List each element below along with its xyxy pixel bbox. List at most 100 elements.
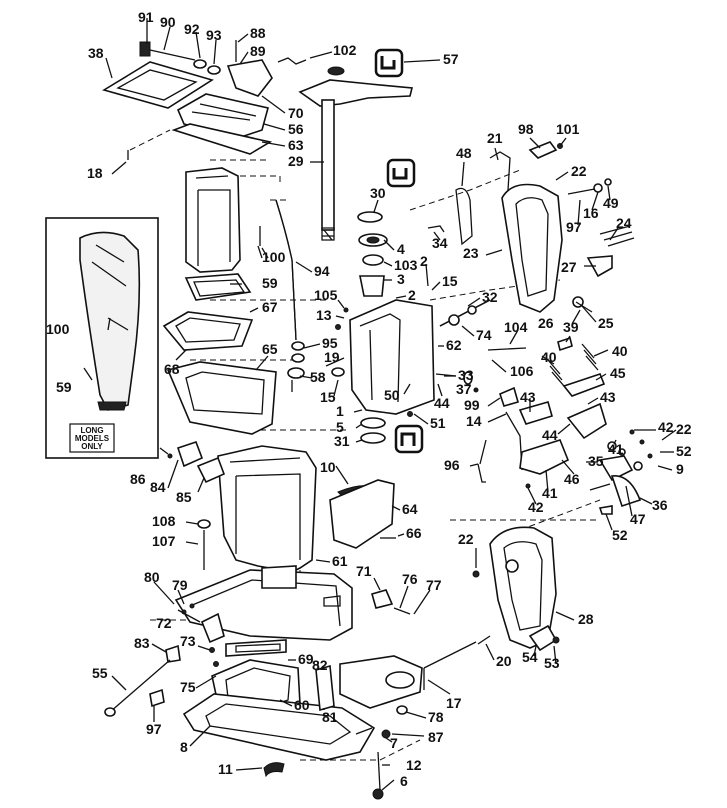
callout-92: 92 — [184, 21, 200, 37]
callout-81: 81 — [322, 709, 338, 725]
callout-19: 19 — [324, 349, 340, 365]
grease-symbols — [374, 48, 424, 454]
callout-85: 85 — [176, 489, 192, 505]
callout-32: 32 — [482, 289, 498, 305]
callout-72: 72 — [156, 615, 172, 631]
callout-94: 94 — [314, 263, 330, 279]
callout-64: 64 — [402, 501, 418, 517]
callout-46: 46 — [564, 471, 580, 487]
callout-58: 58 — [310, 369, 326, 385]
lower-housing-parts — [182, 635, 491, 800]
callout-34: 34 — [432, 235, 448, 251]
callout-83: 83 — [134, 635, 150, 651]
stern-bracket-upper — [427, 141, 635, 313]
callout-15a: 15 — [442, 273, 458, 289]
callout-42a: 42 — [658, 419, 674, 435]
callout-45: 45 — [610, 365, 626, 381]
callout-38: 38 — [88, 45, 104, 61]
callout-2a: 2 — [420, 253, 428, 269]
callout-3: 3 — [397, 271, 405, 287]
callout-76: 76 — [402, 571, 418, 587]
callout-6: 6 — [400, 773, 408, 789]
long-models-inset: LONG MODELS ONLY — [45, 217, 159, 459]
callout-82: 82 — [312, 657, 328, 673]
callout-106: 106 — [510, 363, 534, 379]
callout-26: 26 — [538, 315, 554, 331]
callout-63: 63 — [288, 137, 304, 153]
callout-15b: 15 — [320, 389, 336, 405]
callout-17: 17 — [446, 695, 462, 711]
inset-note-line1: LONG — [80, 426, 103, 435]
callout-62: 62 — [446, 337, 462, 353]
callout-104: 104 — [504, 319, 528, 335]
callout-61: 61 — [332, 553, 348, 569]
callout-9: 9 — [676, 461, 684, 477]
callout-66: 66 — [406, 525, 422, 541]
callout-95: 95 — [322, 335, 338, 351]
upper-mount-parts — [102, 40, 414, 241]
callout-29: 29 — [288, 153, 304, 169]
callout-107: 107 — [152, 533, 176, 549]
callout-27: 27 — [561, 259, 577, 275]
callout-89: 89 — [250, 43, 266, 59]
callout-41a: 41 — [608, 441, 624, 457]
callout-55: 55 — [92, 665, 108, 681]
callout-18: 18 — [87, 165, 103, 181]
callout-77: 77 — [426, 577, 442, 593]
callout-67: 67 — [262, 299, 278, 315]
callout-54: 54 — [522, 649, 538, 665]
callout-73: 73 — [180, 633, 196, 649]
callout-56: 56 — [288, 121, 304, 137]
callout-57: 57 — [443, 51, 459, 67]
callout-103: 103 — [394, 257, 418, 273]
callout-1: 1 — [336, 403, 344, 419]
stern-bracket-lower — [472, 526, 560, 652]
callout-4: 4 — [397, 241, 405, 257]
callout-40a: 40 — [541, 349, 557, 365]
callout-65: 65 — [262, 341, 278, 357]
callout-86: 86 — [130, 471, 146, 487]
callout-105: 105 — [314, 287, 338, 303]
callout-28: 28 — [578, 611, 594, 627]
callout-99: 99 — [464, 397, 480, 413]
callout-22b: 22 — [676, 421, 692, 437]
callout-2b: 2 — [408, 287, 416, 303]
swivel-bracket-assembly — [331, 211, 435, 444]
callout-98: 98 — [518, 121, 534, 137]
callout-84: 84 — [150, 479, 166, 495]
callout-69: 69 — [298, 651, 314, 667]
callout-36: 36 — [652, 497, 668, 513]
callout-100b: 100 — [46, 321, 70, 337]
callout-37: 37 — [456, 381, 472, 397]
callout-80: 80 — [144, 569, 160, 585]
callout-91: 91 — [138, 9, 154, 25]
callout-79: 79 — [172, 577, 188, 593]
exhaust-components — [162, 167, 305, 435]
callout-75: 75 — [180, 679, 196, 695]
callout-53: 53 — [544, 655, 560, 671]
callout-40b: 40 — [612, 343, 628, 359]
callout-13: 13 — [316, 307, 332, 323]
callout-60: 60 — [294, 697, 310, 713]
callout-87: 87 — [428, 729, 444, 745]
callout-93: 93 — [206, 27, 222, 43]
callout-70: 70 — [288, 105, 304, 121]
callout-59a: 59 — [262, 275, 278, 291]
callout-39: 39 — [563, 319, 579, 335]
callout-59b: 59 — [56, 379, 72, 395]
callout-43b: 43 — [600, 389, 616, 405]
callout-41b: 41 — [542, 485, 558, 501]
callout-97b: 97 — [146, 721, 162, 737]
callout-97a: 97 — [566, 219, 582, 235]
callout-71: 71 — [356, 563, 372, 579]
callout-88: 88 — [250, 25, 266, 41]
callout-96: 96 — [444, 457, 460, 473]
callout-31: 31 — [334, 433, 350, 449]
callout-10: 10 — [320, 459, 336, 475]
callout-100a: 100 — [262, 249, 286, 265]
callout-16: 16 — [583, 205, 599, 221]
callout-25: 25 — [598, 315, 614, 331]
callout-33: 33 — [458, 367, 474, 383]
